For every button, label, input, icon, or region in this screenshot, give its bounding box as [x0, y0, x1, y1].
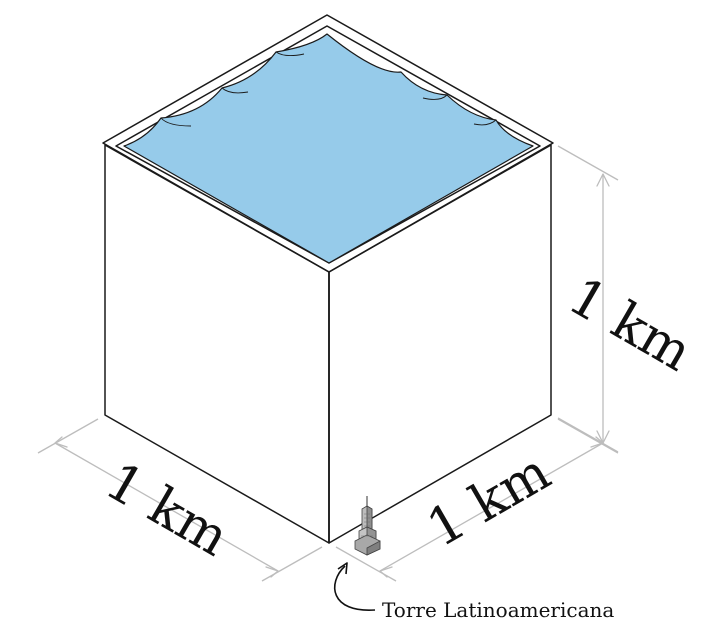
left-width-arrow-right — [265, 566, 279, 578]
left-width-ext-right — [261, 546, 323, 582]
skyscraper-icon — [354, 496, 381, 556]
right-width-arrow-right — [590, 436, 604, 448]
right-width-label: 1 km — [418, 442, 561, 559]
height-arrow-top — [596, 173, 610, 187]
callout-arrow-icon — [333, 565, 376, 611]
building-label: Torre Latinoamericana — [382, 598, 614, 622]
height-ext-top — [557, 145, 619, 181]
water-meniscus — [160, 51, 497, 127]
callout-arrowhead — [337, 562, 348, 575]
height-ext-bottom — [557, 417, 619, 453]
left-width-arrow-left — [54, 436, 68, 448]
right-width-ext-right — [557, 418, 619, 454]
left-width-ext-left — [37, 418, 99, 454]
left-width-label: 1 km — [96, 451, 239, 568]
water-surface — [123, 33, 534, 264]
right-width-arrow-left — [379, 566, 393, 578]
left-width-dim-line — [54, 442, 279, 572]
height-label: 1 km — [559, 266, 702, 383]
right-width-dim-line — [379, 442, 604, 572]
